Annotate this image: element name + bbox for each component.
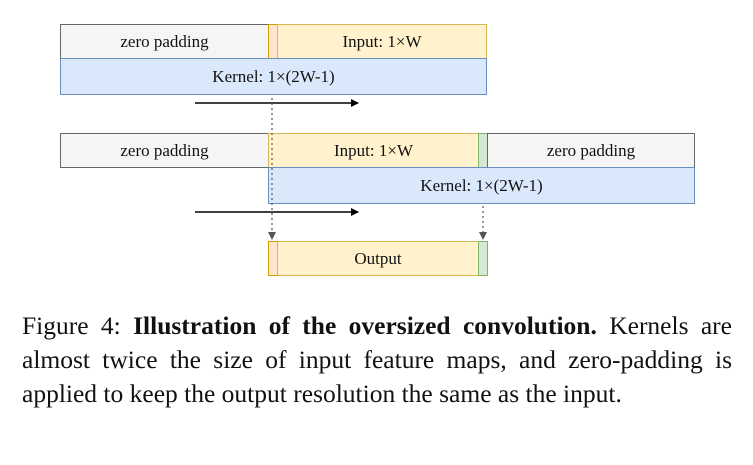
output-last-cell [478,241,488,276]
row2-zero-padding-left-label: zero padding [120,140,209,160]
output-label: Output [354,248,402,268]
caption-prefix: Figure 4: [22,311,134,340]
row1-zero-padding-box: zero padding [60,24,269,59]
row1-input-box: Input: 1×W [277,24,487,59]
diagram-connectors [195,98,487,240]
caption-title: Illustration of the oversized convolutio… [133,311,597,340]
row1-kernel-box: Kernel: 1×(2W-1) [60,58,487,95]
row1-zero-padding-label: zero padding [120,31,209,51]
row2-input-label: Input: 1×W [334,140,413,160]
row2-input-box: Input: 1×W [268,133,479,168]
row2-zero-padding-left-box: zero padding [60,133,269,168]
row1-input-label: Input: 1×W [342,31,422,51]
row2-zero-padding-right-box: zero padding [487,133,695,168]
row2-zero-padding-right-label: zero padding [546,140,636,160]
row1-kernel-label: Kernel: 1×(2W-1) [212,66,335,86]
caption-body: Kernels are almost twice the size of inp… [22,311,732,408]
row2-kernel-box: Kernel: 1×(2W-1) [268,167,695,204]
figure-caption: Figure 4: Illustration of the oversized … [22,309,732,411]
row2-kernel-label: Kernel: 1×(2W-1) [420,175,543,195]
